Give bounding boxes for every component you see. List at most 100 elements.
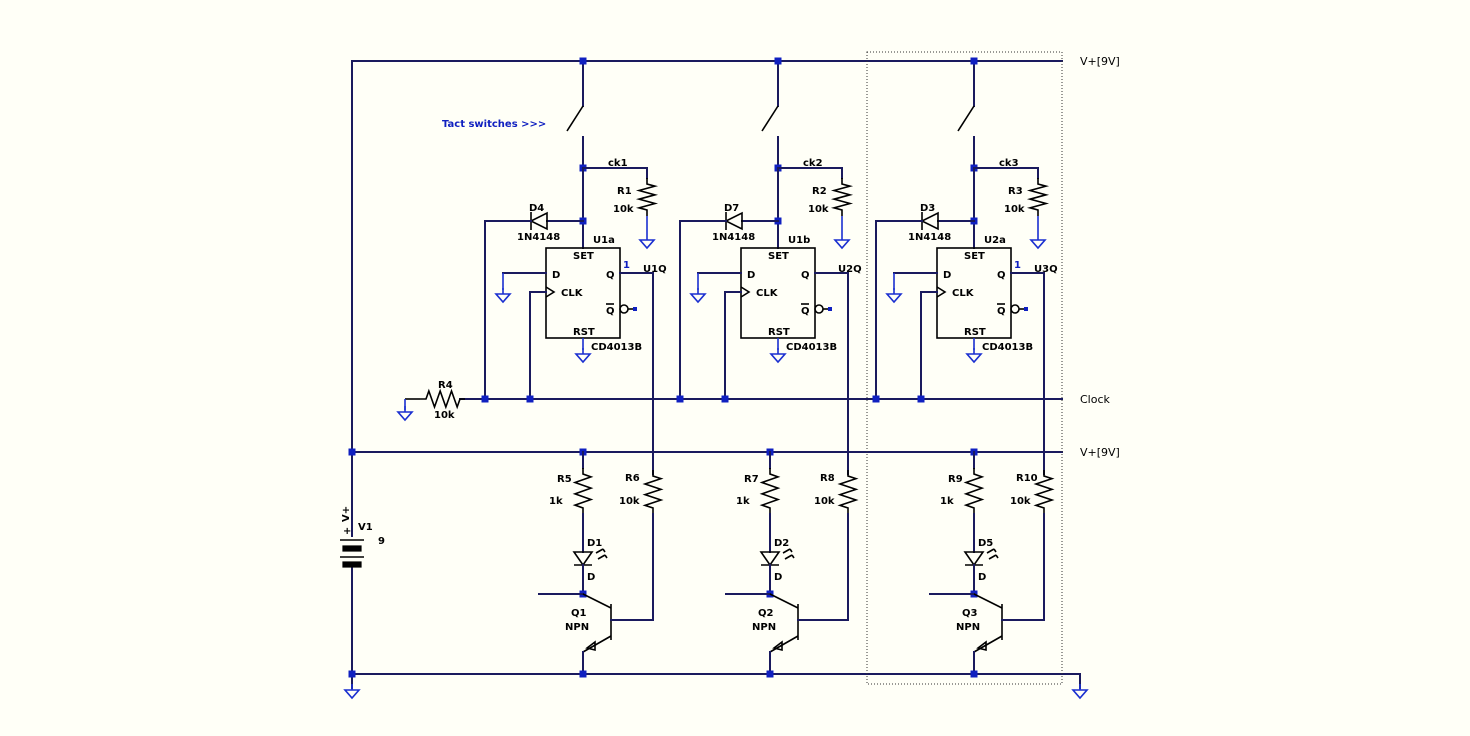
pull-resistor-value: 10k xyxy=(1004,204,1025,215)
junction-dot xyxy=(579,57,587,65)
qbar-bubble xyxy=(619,304,629,314)
pulldown-r4: R4 10k xyxy=(396,380,486,422)
ground-symbol xyxy=(885,288,903,304)
pullup-resistor xyxy=(1026,178,1050,216)
qbar-bubble xyxy=(1010,304,1020,314)
ground-triangle xyxy=(1029,239,1047,250)
ground-symbol xyxy=(574,348,592,364)
led-resistor xyxy=(759,468,781,514)
ck-net-label: ck3 xyxy=(999,158,1019,169)
ground-symbol xyxy=(965,348,983,364)
base-resistor-name: R10 xyxy=(1016,473,1038,484)
flip-flop-part: CD4013B xyxy=(591,342,642,353)
pin-q-label: Q xyxy=(606,270,615,281)
pin-qbar-label: Q xyxy=(606,306,615,317)
transistor-type: NPN xyxy=(956,622,980,633)
r4-name: R4 xyxy=(438,380,453,391)
diode-part: 1N4148 xyxy=(712,232,755,243)
ground-triangle xyxy=(343,689,361,700)
ground-triangle xyxy=(689,293,707,304)
led-resistor-value: 1k xyxy=(940,496,954,507)
ground-symbol xyxy=(1029,234,1047,250)
led-resistor-value: 1k xyxy=(549,496,563,507)
ground-symbol xyxy=(769,348,787,364)
flip-flop-part: CD4013B xyxy=(982,342,1033,353)
selection-box xyxy=(866,51,1063,685)
pin-q-label: Q xyxy=(801,270,810,281)
ground-symbol xyxy=(689,288,707,304)
qbar-pin xyxy=(633,307,637,311)
r4-resistor xyxy=(420,388,466,410)
tact-switch xyxy=(957,105,975,132)
pullup-resistor xyxy=(830,178,854,216)
ground-triangle xyxy=(833,239,851,250)
led-name: D2 xyxy=(774,538,789,549)
diode-body xyxy=(724,211,743,231)
junction-dot xyxy=(774,57,782,65)
ground-triangle xyxy=(638,239,656,250)
junction-dot xyxy=(917,395,925,403)
junction-dot xyxy=(721,395,729,403)
pin-set-label: SET xyxy=(573,251,594,262)
junction-dot xyxy=(676,395,684,403)
transistor-collector xyxy=(769,593,799,609)
transistor-type: NPN xyxy=(752,622,776,633)
pull-resistor-name: R2 xyxy=(812,186,827,197)
pull-resistor-value: 10k xyxy=(613,204,634,215)
flip-flop-name: U1b xyxy=(788,235,810,246)
led-light-rays xyxy=(595,548,608,560)
base-resistor-name: R6 xyxy=(625,473,640,484)
base-resistor xyxy=(642,470,664,514)
battery-v1: V19+V+ xyxy=(340,506,385,568)
base-resistor xyxy=(1033,470,1055,514)
ground-symbol xyxy=(343,684,361,700)
ground-symbol xyxy=(494,288,512,304)
pin-rst-label: RST xyxy=(964,327,986,338)
junction-dot xyxy=(348,448,356,456)
transistor-collector xyxy=(973,593,1003,609)
transistor-name: Q3 xyxy=(962,608,978,619)
net-label-vplus-top: V+[9V] xyxy=(1080,55,1120,68)
junction-dot xyxy=(579,670,587,678)
led-body xyxy=(572,551,594,567)
emitter-arrow xyxy=(585,640,596,652)
tact-switch xyxy=(566,105,584,132)
led-mark: D xyxy=(978,572,986,583)
battery-plus-sign: + xyxy=(343,526,351,537)
ck-net-label: ck1 xyxy=(608,158,628,169)
junction-dot xyxy=(970,57,978,65)
transistor-type: NPN xyxy=(565,622,589,633)
pin-set-label: SET xyxy=(768,251,789,262)
led-resistor xyxy=(963,468,985,514)
pin-clk-label: CLK xyxy=(952,288,975,299)
led-mark: D xyxy=(774,572,782,583)
pin-one-marker: 1 xyxy=(623,260,630,271)
diode-body xyxy=(529,211,548,231)
pin-rst-label: RST xyxy=(573,327,595,338)
pin-qbar-label: Q xyxy=(801,306,810,317)
led-light-rays xyxy=(782,548,795,560)
emitter-arrow xyxy=(976,640,987,652)
transistor-name: Q2 xyxy=(758,608,774,619)
pullup-resistor xyxy=(635,178,659,216)
clk-edge-marker xyxy=(740,286,751,298)
transistor-emitter xyxy=(769,635,799,653)
r4-value: 10k xyxy=(434,410,455,421)
pin-set-label: SET xyxy=(964,251,985,262)
qbar-bubble xyxy=(814,304,824,314)
ck-net-label: ck2 xyxy=(803,158,823,169)
ground-triangle xyxy=(965,353,983,364)
pull-resistor-name: R3 xyxy=(1008,186,1023,197)
net-label-vplus-mid: V+[9V] xyxy=(1080,446,1120,459)
battery-cell xyxy=(342,561,362,568)
base-resistor-value: 10k xyxy=(1010,496,1031,507)
ground-symbol xyxy=(833,234,851,250)
led-body xyxy=(963,551,985,567)
junction-dot xyxy=(970,670,978,678)
pin-one-marker: 1 xyxy=(1014,260,1021,271)
